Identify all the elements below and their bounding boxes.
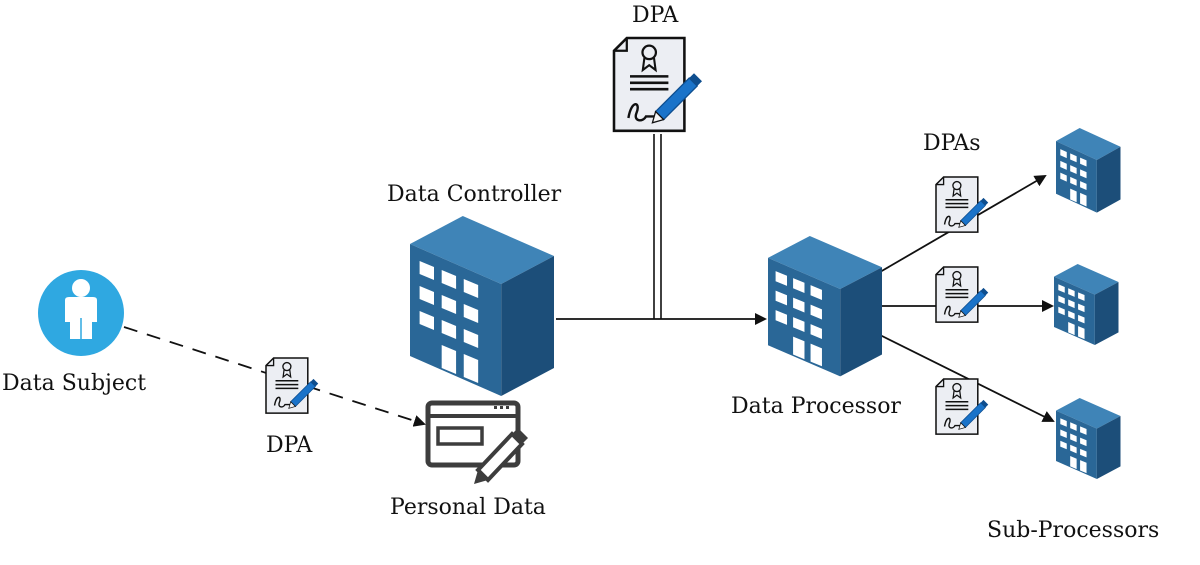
sub-processor-building-icon-2 bbox=[1054, 264, 1119, 345]
sub-processor-building-icon-1 bbox=[1056, 128, 1121, 213]
sub-processors-label: Sub-Processors bbox=[987, 518, 1160, 543]
sub-dpa-document-icon-3 bbox=[935, 378, 990, 435]
sub-processor-building-icon-3 bbox=[1056, 398, 1121, 479]
personal-data-screen-icon bbox=[425, 400, 528, 484]
data-subject-label: Data Subject bbox=[2, 371, 147, 396]
sub-dpas-label: DPAs bbox=[923, 131, 981, 156]
top-dpa-label: DPA bbox=[632, 3, 679, 28]
data-subject-person-icon bbox=[38, 270, 124, 356]
sub-dpa-document-icon-2 bbox=[935, 266, 990, 323]
data-processor-building-icon bbox=[768, 236, 882, 377]
subject-dpa-label: DPA bbox=[266, 433, 313, 458]
personal-data-label: Personal Data bbox=[390, 495, 546, 520]
data-controller-building-icon bbox=[410, 216, 554, 396]
personal-data-pen-icon bbox=[474, 428, 528, 484]
sub-dpa-document-icon-1 bbox=[935, 176, 990, 233]
processor-to-subprocessor-3-arrow bbox=[879, 334, 1055, 422]
data-processor-label: Data Processor bbox=[731, 394, 901, 419]
top-dpa-document-icon bbox=[612, 36, 704, 133]
subject-dpa-document-icon bbox=[265, 357, 320, 414]
top-dpa-connector bbox=[653, 134, 662, 319]
data-controller-label: Data Controller bbox=[387, 182, 562, 207]
